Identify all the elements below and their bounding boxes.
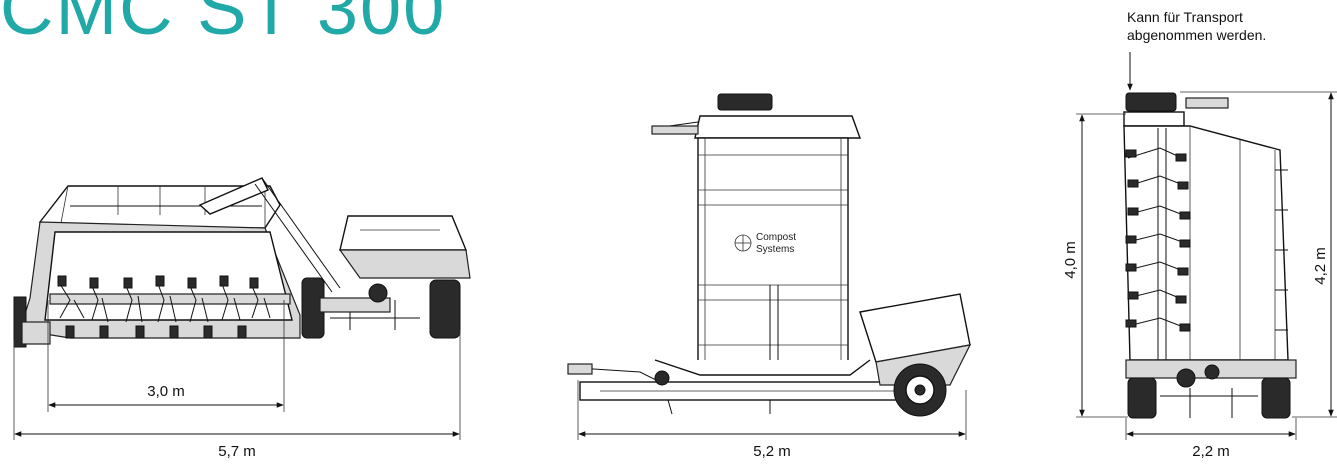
rear-view-machine [1123, 92, 1297, 419]
compost-systems-logo: Compost Systems [734, 232, 796, 255]
transport-note: Kann für Transport abgenommen werden. [1127, 8, 1327, 44]
side-view-dimensions: 3,0 m 5,7 m [13, 300, 461, 460]
front-view-dimensions: 5,2 m [577, 380, 967, 460]
dim-label-4-2: 4,2 m [1312, 247, 1329, 285]
dim-label-3-0: 3,0 m [147, 383, 185, 400]
product-title: CMC ST 300 [0, 0, 447, 50]
logo-line-2: Systems [756, 244, 794, 255]
dim-label-5-2: 5,2 m [753, 443, 791, 460]
dim-label-5-7: 5,7 m [218, 443, 256, 460]
side-view-machine [13, 177, 471, 348]
transport-note-line-1: Kann für Transport [1127, 9, 1243, 25]
transport-note-line-2: abgenommen werden. [1127, 27, 1267, 43]
logo-line-1: Compost [756, 232, 796, 243]
dim-label-4-0: 4,0 m [1062, 241, 1079, 279]
dim-label-2-2: 2,2 m [1192, 443, 1230, 460]
front-view-machine: Compost Systems [567, 93, 972, 417]
rear-view-dimensions: 4,0 m 4,2 m 2,2 m [1062, 52, 1337, 460]
